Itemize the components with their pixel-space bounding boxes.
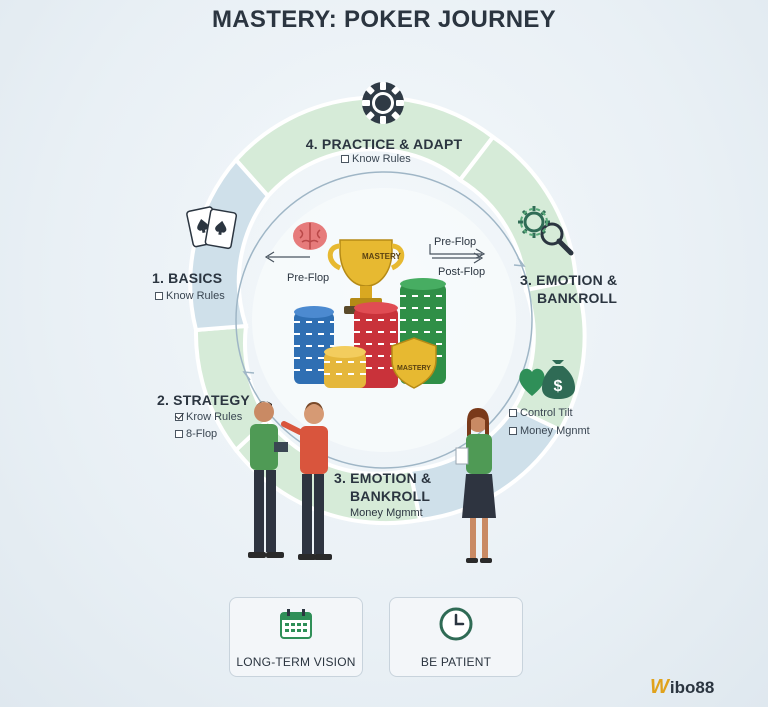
clock-icon (439, 607, 473, 641)
checkbox[interactable] (509, 409, 517, 417)
people-discussing-illustration (248, 401, 332, 560)
shield-label: MASTERY (397, 365, 431, 372)
trophy-label: MASTERY (362, 252, 401, 261)
checkbox[interactable] (509, 427, 517, 435)
stage-basics-item: Know Rules (155, 290, 225, 302)
heart-money-bag-icon: $ (519, 360, 575, 399)
stage-practice-title: 4. PRACTICE & ADAPT (305, 136, 463, 152)
brain-icon (293, 222, 327, 250)
card-label: LONG-TERM VISION (236, 655, 356, 669)
checkbox[interactable] (341, 155, 349, 163)
stage-basics-title: 1. BASICS (152, 270, 223, 286)
stage-strategy-item-2: 8-Flop (175, 428, 217, 440)
center-illustration (293, 222, 446, 389)
arrow-right-top-label: Pre-Flop (434, 236, 477, 248)
stage-emotion-right-title-2: BANKROLL (537, 290, 618, 306)
stage-emotion-right-title-1: 3. EMOTION & (520, 272, 618, 288)
ring-segments (188, 95, 587, 526)
arrow-right-bottom-label: Post-Flop (438, 266, 486, 278)
arrow-left-label: Pre-Flop (287, 272, 330, 284)
brand-text: ibo88 (669, 677, 715, 697)
brand-mark: W (650, 676, 669, 698)
card-be-patient: BE PATIENT (389, 597, 523, 677)
woman-with-clipboard-illustration (455, 408, 496, 563)
arrow-right-top (429, 244, 486, 258)
poker-chip-icon (362, 82, 404, 124)
checkbox-checked[interactable] (175, 413, 183, 421)
stage-practice-item: Know Rules (341, 153, 411, 165)
right-checklist-item-1: Control Tilt (509, 407, 573, 419)
stage-strategy-title: 2. STRATEGY (157, 392, 250, 408)
stage-emotion-bottom-sub: Money Mgmmt (350, 507, 423, 519)
arrow-right-bottom (432, 252, 484, 264)
gear-search-icon (518, 206, 574, 256)
right-checklist-item-2: Money Mgnmt (509, 425, 590, 437)
playing-cards-icon (186, 206, 238, 250)
page-title: MASTERY: POKER JOURNEY (212, 6, 556, 33)
svg-text:$: $ (554, 378, 563, 395)
checkbox[interactable] (155, 292, 163, 300)
inner-cycle-arrow (235, 171, 533, 469)
card-label: BE PATIENT (420, 655, 492, 669)
card-long-term-vision: LONG-TERM VISION (229, 597, 363, 677)
calendar-icon (280, 609, 312, 639)
brand-logo[interactable]: W ibo88 (650, 676, 714, 699)
stage-strategy-item-1: Krow Rules (175, 411, 242, 423)
stage-emotion-bottom-title-2: BANKROLL (350, 488, 431, 504)
arrow-left (264, 251, 310, 263)
chip-stack-gold (324, 346, 366, 388)
checkbox[interactable] (175, 430, 183, 438)
stage-emotion-bottom-title-1: 3. EMOTION & (334, 470, 432, 486)
shield-icon (391, 337, 437, 389)
